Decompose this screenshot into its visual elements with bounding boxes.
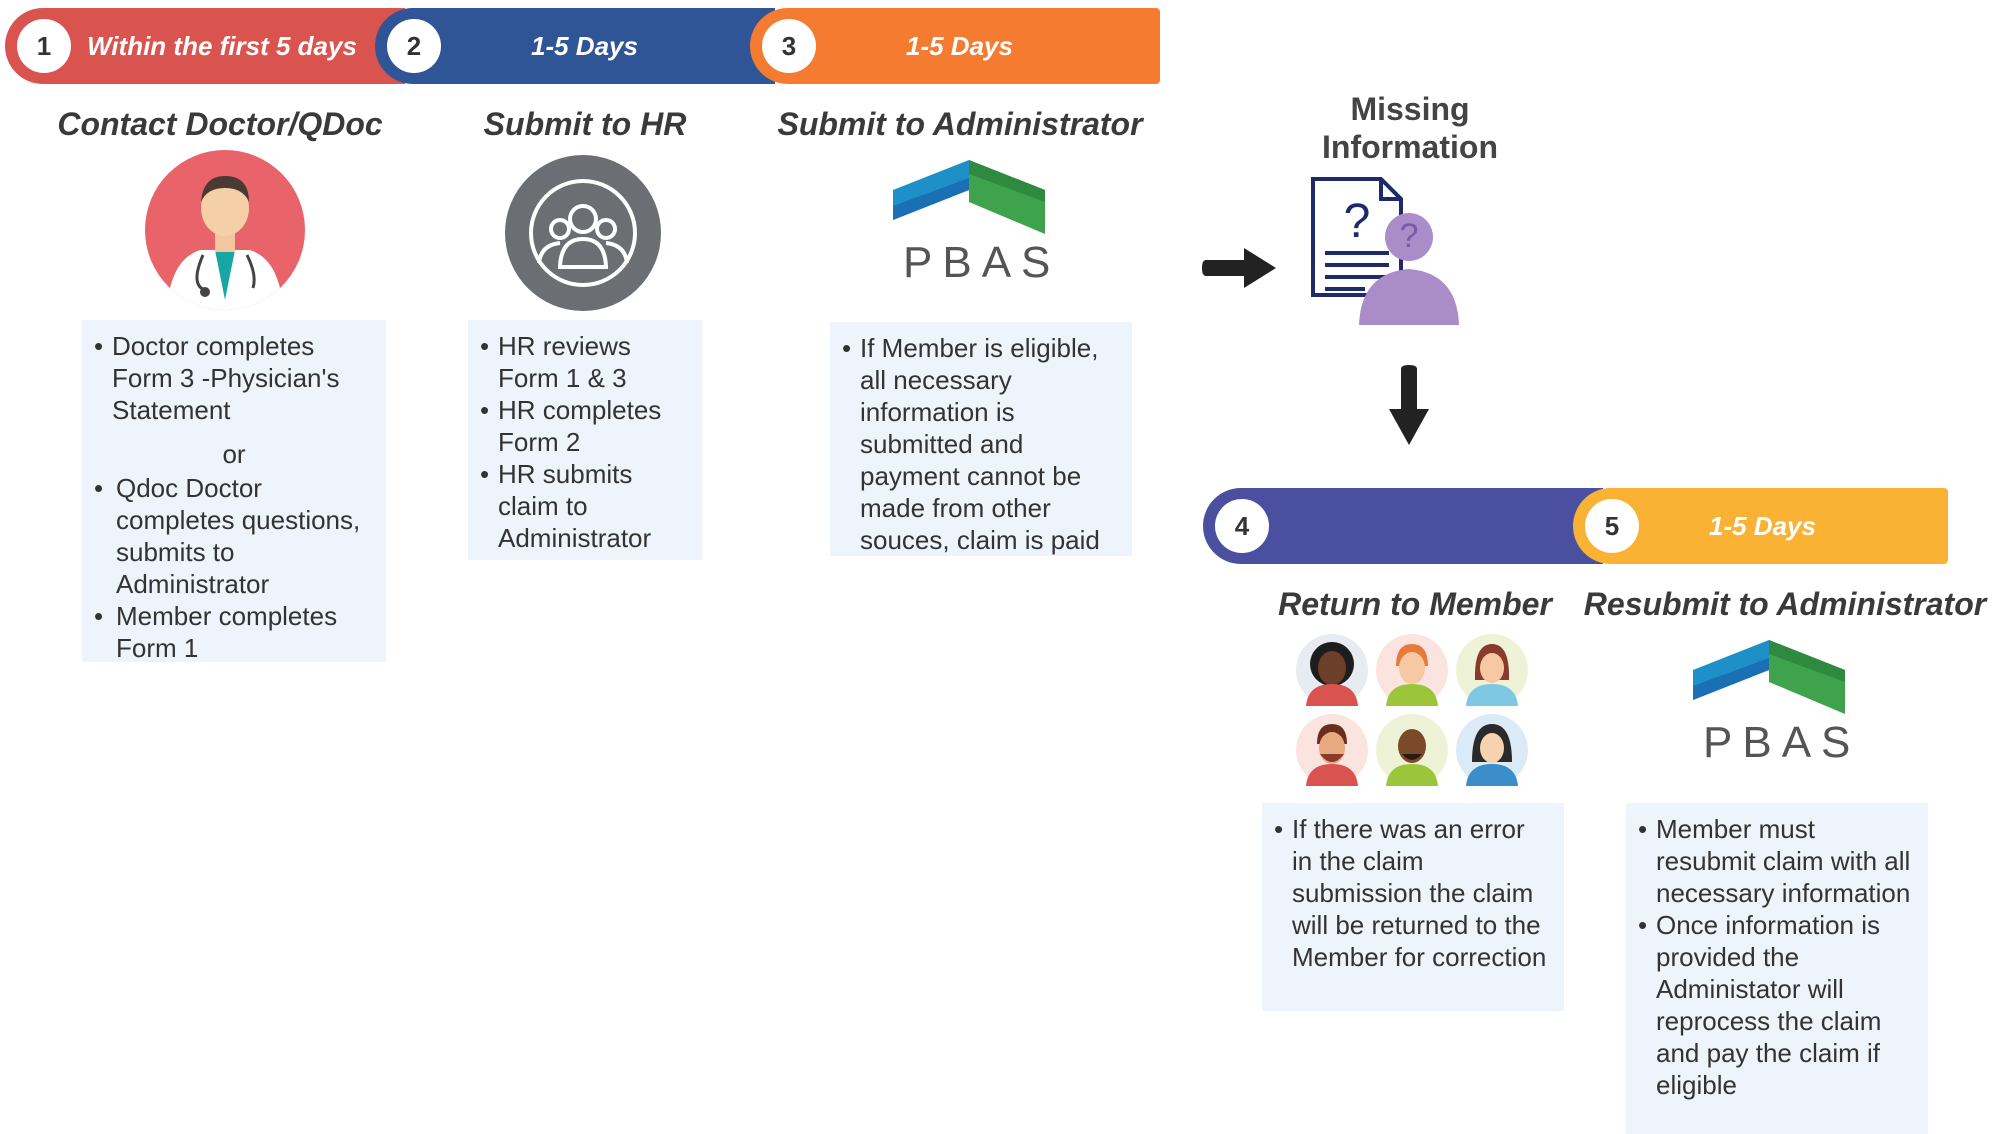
- avatar: [1296, 714, 1368, 786]
- step-3-detail-paid: If Member is eligible, all necessary inf…: [842, 332, 1120, 556]
- missing-info-line-2: Information: [1322, 129, 1498, 165]
- step-2-detail-complete: HR completes Form 2: [480, 394, 690, 458]
- or-label: or: [222, 439, 246, 469]
- pbas-logo-text: PBAS: [903, 238, 1061, 287]
- step-2-number: 2: [387, 19, 441, 73]
- step-3-bar: 3 1-5 Days: [750, 8, 1160, 84]
- step-2-detail-review: HR reviews Form 1 & 3: [480, 330, 690, 394]
- missing-info-title: Missing Information: [1300, 90, 1520, 166]
- step-5-number: 5: [1585, 499, 1639, 553]
- avatar: [1456, 714, 1528, 786]
- right-arrow-icon: [1202, 248, 1276, 288]
- step-3-details: If Member is eligible, all necessary inf…: [830, 322, 1132, 556]
- hr-group-icon: [505, 155, 661, 311]
- avatar: [1376, 634, 1448, 706]
- step-4-number: 4: [1215, 499, 1269, 553]
- step-1-detail-qdoc: Qdoc Doctor completes questions, submits…: [94, 472, 374, 600]
- svg-text:?: ?: [1344, 195, 1371, 248]
- avatar: [1456, 634, 1528, 706]
- step-5-title: Resubmit to Administrator: [1583, 586, 1987, 622]
- step-5-detail-resubmit: Member must resubmit claim with all nece…: [1638, 813, 1916, 909]
- step-1-duration: Within the first 5 days: [87, 30, 357, 61]
- step-4-detail-return: If there was an error in the claim submi…: [1274, 813, 1552, 973]
- step-1-details: Doctor completes Form 3 -Physician's Sta…: [82, 320, 386, 664]
- avatar: [1376, 714, 1448, 786]
- step-2-title: Submit to HR: [483, 106, 687, 142]
- step-5-detail-reprocess: Once information is provided the Adminis…: [1638, 909, 1916, 1101]
- pbas-logo-text: PBAS: [1703, 718, 1861, 767]
- step-1-number: 1: [17, 19, 71, 73]
- step-5-bar: 5 1-5 Days: [1573, 488, 1948, 564]
- doctor-icon: [145, 150, 305, 310]
- svg-text:?: ?: [1400, 217, 1419, 255]
- step-3-duration: 1-5 Days: [906, 30, 1013, 61]
- down-arrow-icon: [1389, 365, 1429, 445]
- step-2-bar: 2 1-5 Days: [375, 8, 775, 84]
- missing-document-icon: ? ?: [1311, 177, 1459, 325]
- step-1-detail-member: Member completes Form 1: [94, 600, 374, 664]
- step-1-title: Contact Doctor/QDoc: [57, 106, 383, 142]
- missing-info-line-1: Missing: [1350, 91, 1470, 127]
- step-1-detail-doctor: Doctor completes Form 3 -Physician's Sta…: [94, 330, 374, 426]
- pbas-logo-icon: [1693, 640, 1845, 714]
- step-3-number: 3: [762, 19, 816, 73]
- step-5-duration: 1-5 Days: [1709, 510, 1816, 541]
- step-5-details: Member must resubmit claim with all nece…: [1626, 803, 1928, 1134]
- step-4-details: If there was an error in the claim submi…: [1262, 803, 1564, 1011]
- step-4-title: Return to Member: [1278, 586, 1552, 622]
- avatar: [1296, 634, 1368, 706]
- pbas-logo-icon: [893, 160, 1045, 234]
- step-2-duration: 1-5 Days: [531, 30, 638, 61]
- step-2-details: HR reviews Form 1 & 3 HR completes Form …: [468, 320, 702, 560]
- member-avatars-icon: [1296, 634, 1528, 786]
- step-4-bar: 4: [1203, 488, 1603, 564]
- step-3-title: Submit to Administrator: [777, 106, 1143, 142]
- step-2-detail-submit: HR submits claim to Administrator: [480, 458, 690, 554]
- step-1-bar: 1 Within the first 5 days: [5, 8, 405, 84]
